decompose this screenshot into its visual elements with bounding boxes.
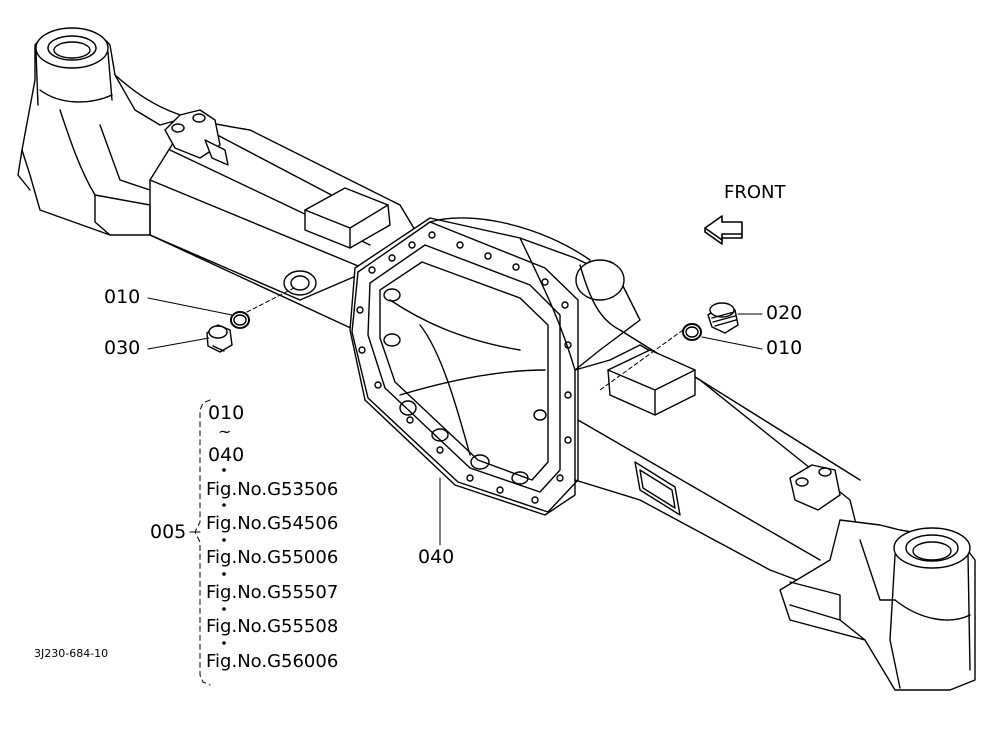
part-oring-right xyxy=(682,323,702,341)
figure-ref: Fig.No.G55006 xyxy=(206,547,339,568)
front-label: FRONT xyxy=(724,182,786,203)
left-axle-tube xyxy=(114,74,416,331)
callout-010-right: 010 xyxy=(766,337,803,359)
left-knuckle-housing xyxy=(17,27,186,236)
figure-ref: Fig.No.G54506 xyxy=(206,513,339,534)
callout-040: 040 xyxy=(418,546,455,568)
callout-010-left: 010 xyxy=(104,286,141,308)
drawing-id: 3J230-684-10 xyxy=(34,647,109,660)
assembly-separator-dots xyxy=(222,468,226,645)
callout-020: 020 xyxy=(766,302,803,324)
figure-ref: Fig.No.G56006 xyxy=(206,651,339,672)
range-end: 040 xyxy=(208,444,245,466)
right-knuckle-housing xyxy=(779,519,976,691)
differential-housing xyxy=(349,217,641,516)
figure-ref: Fig.No.G53506 xyxy=(206,479,339,500)
figure-ref: Fig.No.G55508 xyxy=(206,616,339,637)
right-axle-tube xyxy=(574,329,861,586)
figure-ref: Fig.No.G55507 xyxy=(206,582,339,603)
front-arrow-icon xyxy=(704,215,743,245)
assembly-code: 005 xyxy=(150,521,187,543)
leader-lines xyxy=(147,287,763,546)
part-oring-left xyxy=(230,311,250,329)
part-plug-left xyxy=(206,324,233,353)
part-plug-right xyxy=(707,302,739,334)
range-separator: ~ xyxy=(218,422,232,441)
callout-030: 030 xyxy=(104,337,141,359)
range-start: 010 xyxy=(208,402,245,424)
assembly-bracket xyxy=(194,399,211,686)
